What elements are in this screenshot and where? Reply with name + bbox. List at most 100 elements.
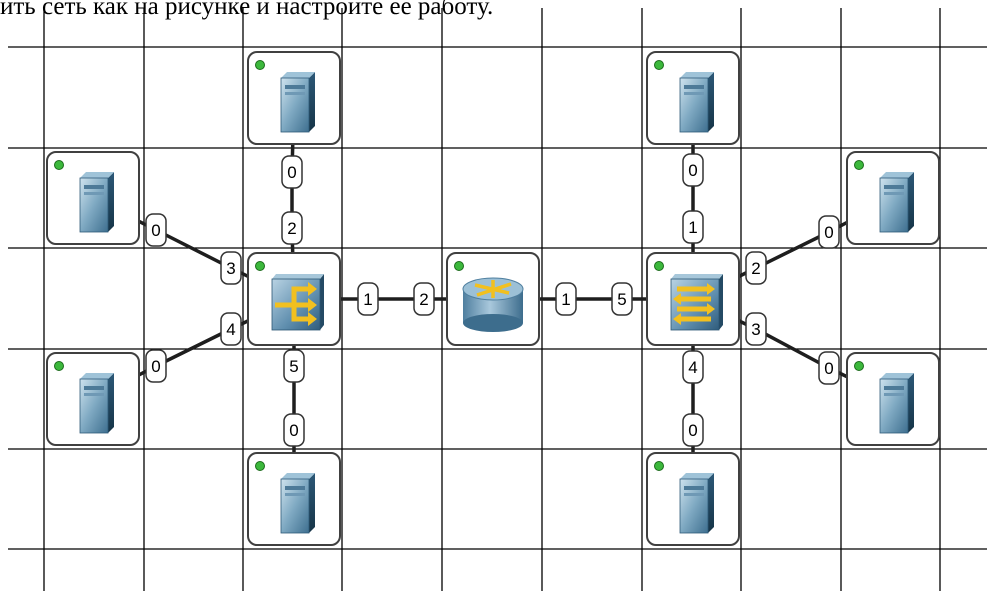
tower-drive-bay [884,386,904,390]
port-badge [281,211,303,245]
port-badge [283,413,305,447]
device-router[interactable] [446,252,540,346]
status-led [854,160,864,170]
device-pc-rbot[interactable] [846,352,940,446]
port-label: 2 [751,259,760,278]
tower-drive-bay [884,192,904,195]
router-arrows [474,280,512,298]
port-badge [611,282,633,316]
tower-top [281,72,315,78]
device-pc-tl[interactable] [247,51,341,145]
port-badge [357,282,379,316]
status-led [454,261,464,271]
device-pc-br[interactable] [646,452,740,546]
computer-tower-icon [280,72,315,133]
device-switch-right[interactable] [646,252,740,346]
device-pc-tr[interactable] [646,51,740,145]
status-led [54,160,64,170]
status-led [854,361,864,371]
tower-top [281,473,315,479]
port-pc-rbot-0[interactable]: 0 [818,351,840,385]
device-pc-lbot[interactable] [46,352,140,446]
box-top [272,274,324,279]
status-led [255,60,265,70]
port-label: 0 [151,357,160,376]
port-badge [145,213,167,247]
port-badge [818,215,840,249]
tower-side [309,72,315,132]
tower-side [108,373,114,433]
port-hub-left-3[interactable]: 3 [220,251,242,285]
port-pc-bl-0[interactable]: 0 [283,413,305,447]
device-pc-ltop[interactable] [46,151,140,245]
box-side [719,274,723,330]
port-label: 2 [287,219,296,238]
tower-top [80,373,114,379]
port-router-2[interactable]: 2 [413,282,435,316]
port-label: 0 [824,359,833,378]
port-hub-left-1[interactable]: 1 [357,282,379,316]
router-icon [462,277,524,332]
tower-drive-bay [285,493,305,496]
arrow-head [673,293,681,305]
computer-tower-icon [679,72,714,133]
arrow-head [707,303,715,315]
port-label: 0 [688,161,697,180]
tower-drive-bay [84,386,104,390]
port-label: 1 [561,290,570,309]
port-label: 5 [289,357,298,376]
device-pc-bl[interactable] [247,452,341,546]
hub-icon [271,274,324,331]
port-switch-right-2[interactable]: 2 [745,251,767,285]
tower-side [908,373,914,433]
device-pc-rtop[interactable] [846,151,940,245]
computer-tower-icon [79,373,114,434]
port-label: 0 [151,221,160,240]
port-hub-left-4[interactable]: 4 [220,312,242,346]
port-pc-br-0[interactable]: 0 [682,413,704,447]
port-pc-tr-0[interactable]: 0 [682,153,704,187]
port-hub-left-5[interactable]: 5 [283,349,305,383]
port-badge [281,155,303,189]
tower-drive-bay [684,493,704,496]
port-badge [682,153,704,187]
port-pc-ltop-0[interactable]: 0 [145,213,167,247]
port-pc-tl-0[interactable]: 0 [281,155,303,189]
computer-tower-icon [879,172,914,233]
port-pc-rtop-0[interactable]: 0 [818,215,840,249]
status-led [54,361,64,371]
port-badge [145,349,167,383]
tower-top [680,473,714,479]
port-badge [220,251,242,285]
tower-drive-bay [884,393,904,396]
tower-side [708,473,714,533]
port-router-1[interactable]: 1 [555,282,577,316]
status-led [654,60,664,70]
port-badge [745,312,767,346]
tower-drive-bay [884,185,904,189]
box-top [671,274,723,279]
port-badge [413,282,435,316]
device-hub-left[interactable] [247,252,341,346]
port-label: 5 [617,290,626,309]
port-badge [745,251,767,285]
port-pc-lbot-0[interactable]: 0 [145,349,167,383]
port-label: 3 [751,320,760,339]
port-label: 0 [824,223,833,242]
port-badge [682,350,704,384]
box-side [320,274,324,330]
port-switch-right-3[interactable]: 3 [745,312,767,346]
tower-side [908,172,914,232]
port-switch-right-5[interactable]: 5 [611,282,633,316]
port-hub-left-2[interactable]: 2 [281,211,303,245]
tower-drive-bay [84,185,104,189]
arrow-head [707,283,715,295]
tower-drive-bay [84,192,104,195]
port-switch-right-4[interactable]: 4 [682,350,704,384]
port-switch-right-1[interactable]: 1 [682,210,704,244]
caption-fragment: ить сеть как на рисунке и настройте ее р… [0,0,494,20]
tower-drive-bay [684,486,704,490]
computer-tower-icon [679,473,714,534]
port-label: 4 [688,358,697,377]
